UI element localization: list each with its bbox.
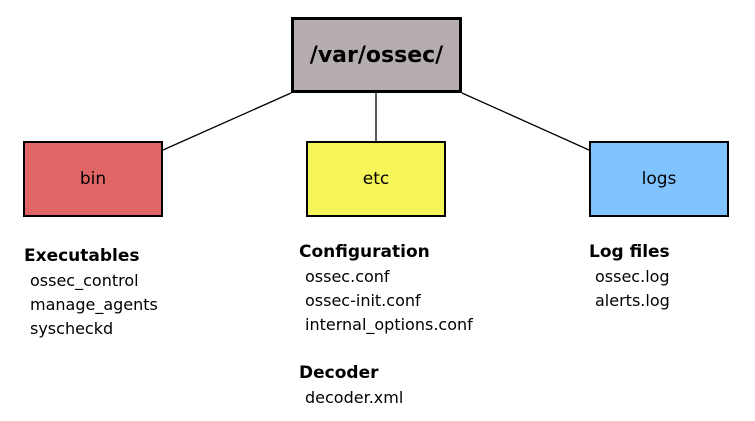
logs-directory-node: logs bbox=[589, 141, 729, 217]
list-item: ossec-init.conf bbox=[305, 291, 421, 310]
list-item: manage_agents bbox=[30, 295, 158, 314]
logs-directory-label: logs bbox=[641, 169, 677, 189]
list-item: alerts.log bbox=[595, 291, 670, 310]
log-files-title: Log files bbox=[589, 242, 670, 262]
bin-directory-node: bin bbox=[23, 141, 163, 217]
edge-root-bin bbox=[162, 92, 292, 151]
etc-directory-node: etc bbox=[306, 141, 446, 217]
edge-root-logs bbox=[461, 92, 590, 151]
log-files-list: ossec.log alerts.log bbox=[589, 265, 670, 313]
decoder-title: Decoder bbox=[299, 363, 379, 383]
configuration-title: Configuration bbox=[299, 242, 430, 262]
executables-title: Executables bbox=[24, 246, 140, 266]
configuration-group: Configuration ossec.conf ossec-init.conf… bbox=[299, 241, 473, 337]
list-item: ossec.log bbox=[595, 267, 670, 286]
configuration-list: ossec.conf ossec-init.conf internal_opti… bbox=[299, 265, 473, 337]
decoder-group: Decoder decoder.xml bbox=[299, 362, 403, 410]
bin-directory-label: bin bbox=[79, 169, 107, 189]
list-item: decoder.xml bbox=[305, 388, 404, 407]
etc-directory-label: etc bbox=[362, 169, 390, 189]
log-files-group: Log files ossec.log alerts.log bbox=[589, 241, 670, 313]
root-directory-node: /var/ossec/ bbox=[291, 17, 462, 93]
list-item: internal_options.conf bbox=[305, 315, 473, 334]
list-item: ossec.conf bbox=[305, 267, 390, 286]
root-directory-label: /var/ossec/ bbox=[309, 42, 444, 68]
list-item: ossec_control bbox=[30, 271, 139, 290]
executables-list: ossec_control manage_agents syscheckd bbox=[24, 269, 158, 341]
list-item: syscheckd bbox=[30, 319, 114, 338]
executables-group: Executables ossec_control manage_agents … bbox=[24, 245, 158, 341]
decoder-list: decoder.xml bbox=[299, 386, 403, 410]
